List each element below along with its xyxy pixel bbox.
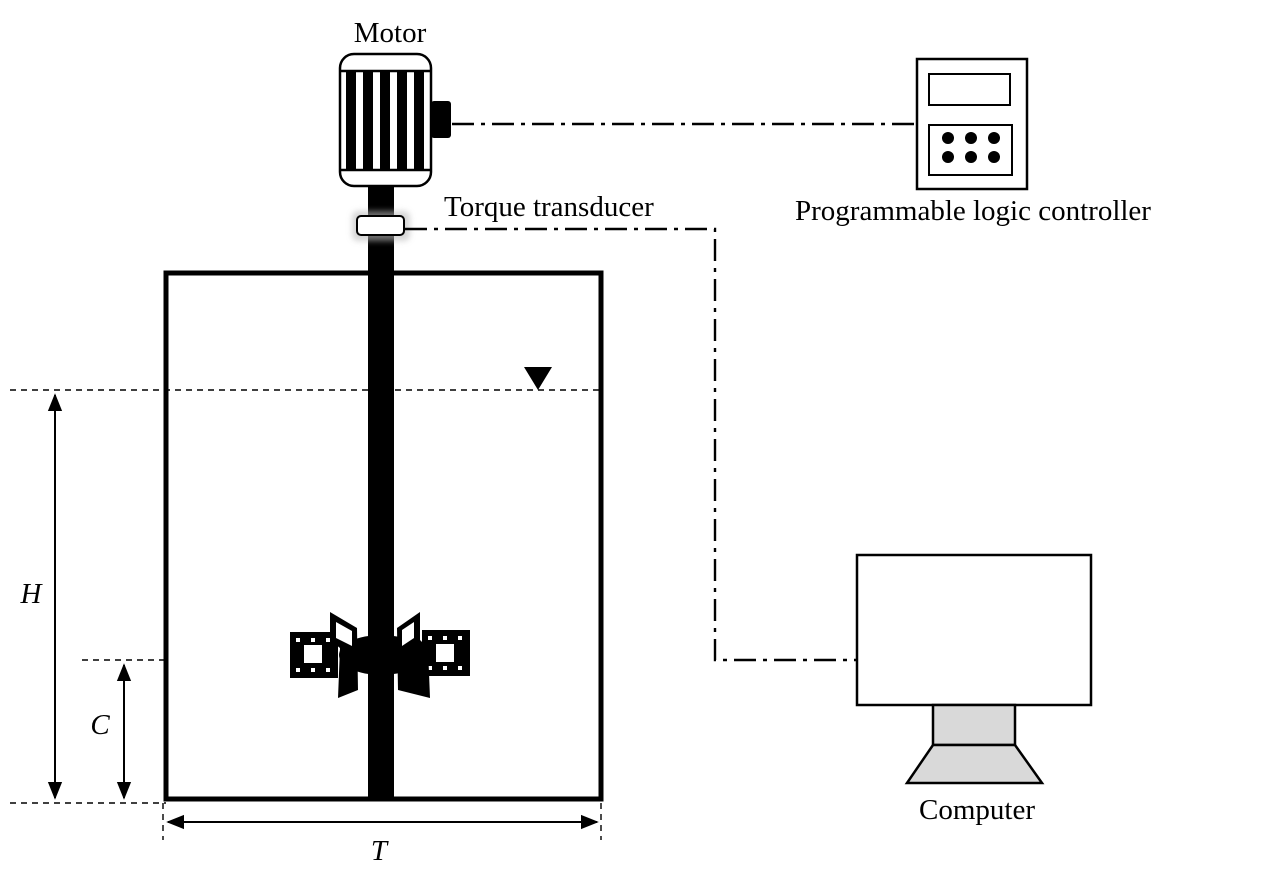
impeller-shaft [368,182,394,797]
t-label: T [371,835,389,867]
computer-label: Computer [919,794,1035,826]
motor-label: Motor [354,17,427,49]
transducer-computer-signal-line [405,227,856,662]
free-surface-marker [524,367,552,390]
h-label: H [20,578,44,610]
motor [338,52,451,188]
torque-transducer-label: Torque transducer [444,191,654,223]
computer [855,553,1093,785]
impeller [290,612,470,698]
plc-unit [915,57,1029,191]
plc-label: Programmable logic controller [795,195,1151,227]
torque-transducer [352,211,410,241]
c-label: C [90,709,110,741]
